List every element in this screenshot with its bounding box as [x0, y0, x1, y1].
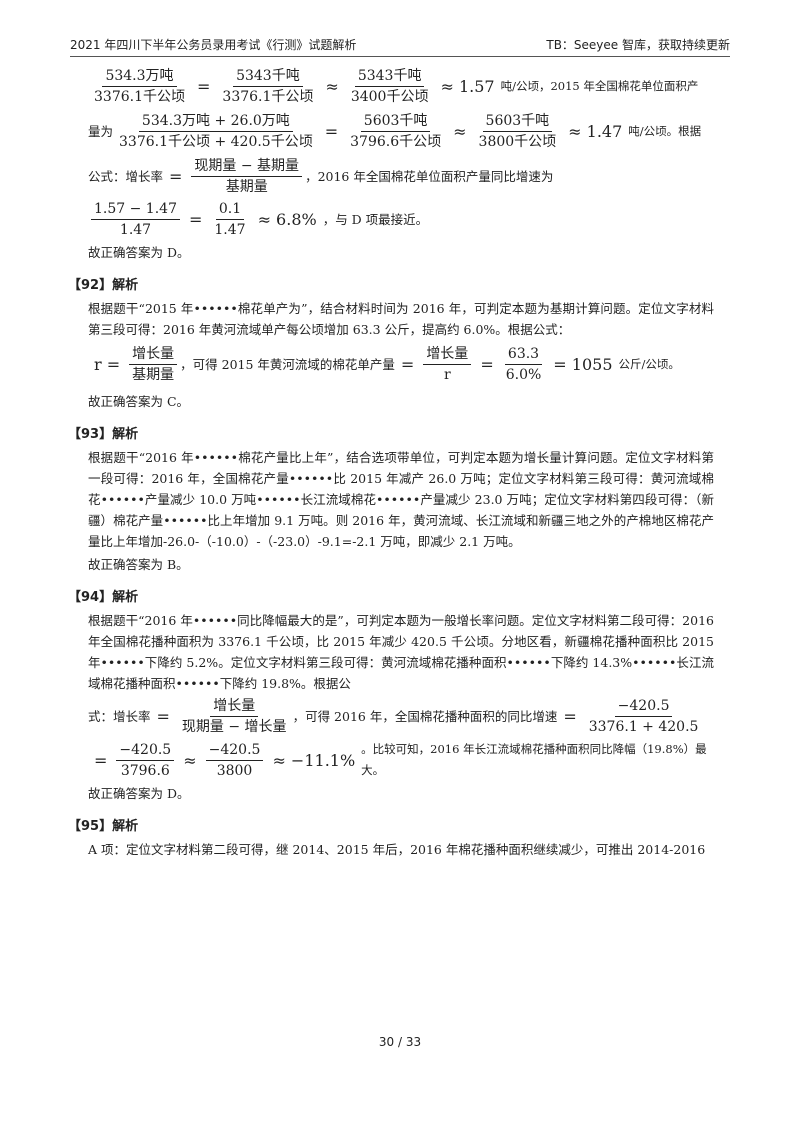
page-number: 30 / 33	[378, 1035, 422, 1049]
fraction: 增长量基期量	[129, 344, 178, 385]
paragraph: 根据题干“2015 年••••••棉花单产为”，结合材料时间为 2016 年，可…	[88, 301, 714, 337]
section-title: 【94】解析	[68, 590, 139, 605]
paragraph: 根据题干“2016 年••••••同比降幅最大的是”，可判定本题为一般增长率问题…	[88, 613, 714, 691]
fraction: 现期量 − 基期量基期量	[191, 156, 303, 197]
header-source: TB：Seeyee 智库，获取持续更新	[546, 38, 730, 52]
formula-line: 式：增长率 = 增长量现期量 − 增长量 ，可得 2016 年，全国棉花播种面积…	[88, 696, 714, 737]
section-title: 【92】解析	[68, 278, 139, 293]
paragraph: 根据题干“2016 年••••••棉花产量比上年”，结合选项带单位，可判定本题为…	[88, 450, 714, 549]
section-q95: 【95】解析 A 项：定位文字材料第二段可得，继 2014、2015 年后，20…	[68, 816, 714, 860]
answer: 故正确答案为 C。	[88, 394, 190, 409]
answer: 故正确答案为 B。	[88, 557, 189, 572]
fraction: 增长量现期量 − 增长量	[181, 698, 287, 735]
section-title: 【95】解析	[68, 819, 139, 834]
section-q93: 【93】解析 根据题干“2016 年••••••棉花产量比上年”，结合选项带单位…	[68, 424, 714, 575]
page-header: 2021 年四川下半年公务员录用考试《行测》试题解析 TB：Seeyee 智库，…	[70, 30, 730, 57]
answer: 故正确答案为 D。	[88, 786, 190, 801]
formula-line-3: 公式：增长率 = 现期量 − 基期量基期量 ，2016 年全国棉花单位面积产量同…	[88, 156, 554, 197]
section-q94: 【94】解析 根据题干“2016 年••••••同比降幅最大的是”，可判定本题为…	[68, 587, 714, 804]
header-title: 2021 年四川下半年公务员录用考试《行测》试题解析	[70, 38, 357, 52]
answer: 故正确答案为 D。	[88, 245, 190, 260]
section-q92: 【92】解析 根据题干“2015 年••••••棉花单产为”，结合材料时间为 2…	[68, 275, 714, 412]
paragraph: A 项：定位文字材料第二段可得，继 2014、2015 年后，2016 年棉花播…	[88, 842, 706, 857]
section-title: 【93】解析	[68, 427, 139, 442]
